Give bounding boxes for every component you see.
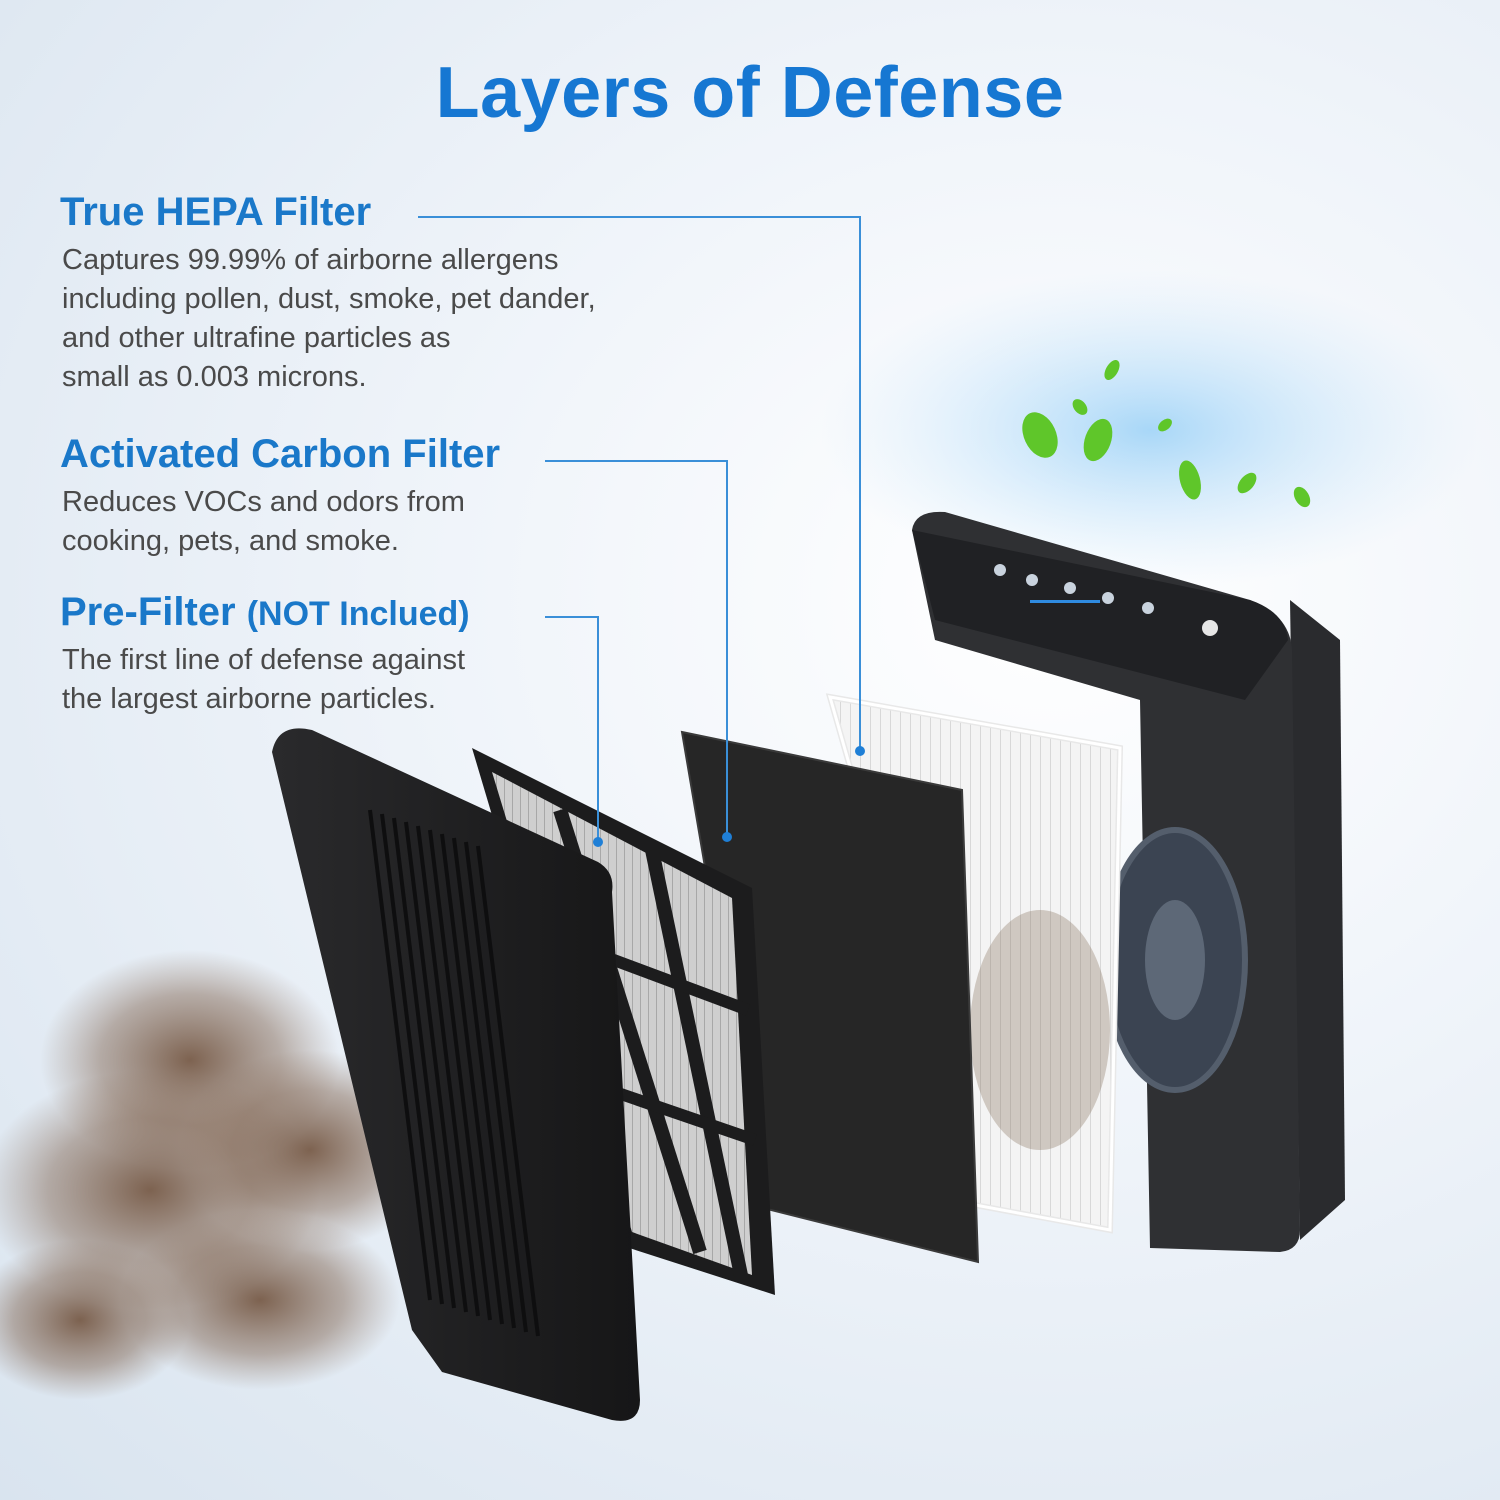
carbon-filter-heading: Activated Carbon Filter bbox=[60, 432, 501, 476]
pre-filter-section: Pre-Filter (NOT Inclued) The first line … bbox=[60, 590, 470, 719]
front-cover-panel bbox=[272, 728, 640, 1421]
pre-filter-heading: Pre-Filter (NOT Inclued) bbox=[60, 590, 470, 635]
leaves-decoration bbox=[1022, 360, 1311, 508]
pre-filter-heading-note: (NOT Inclued) bbox=[246, 595, 470, 633]
hepa-filter-description: Captures 99.99% of airborne allergens in… bbox=[62, 241, 596, 397]
description-line: the largest airborne particles. bbox=[62, 683, 436, 715]
callout-lines bbox=[418, 216, 861, 840]
carbon-filter-description: Reduces VOCs and odors from cooking, pet… bbox=[62, 483, 500, 561]
smoke-cloud bbox=[0, 950, 440, 1400]
purifier-unit bbox=[912, 511, 1345, 1252]
hepa-callout-line bbox=[418, 216, 861, 748]
hepa-filter-heading: True HEPA Filter bbox=[60, 190, 372, 234]
description-line: small as 0.003 microns. bbox=[62, 361, 367, 393]
carbon-callout-line bbox=[545, 460, 728, 835]
carbon-filter-section: Activated Carbon Filter Reduces VOCs and… bbox=[60, 432, 500, 561]
pre-filter-heading-text: Pre-Filter bbox=[60, 590, 236, 634]
hepa-filter-section: True HEPA Filter Captures 99.99% of airb… bbox=[60, 190, 596, 397]
description-line: including pollen, dust, smoke, pet dande… bbox=[62, 283, 596, 315]
prefilter-callout-line bbox=[545, 616, 599, 840]
pre-filter-description: The first line of defense against the la… bbox=[62, 641, 470, 719]
description-line: The first line of defense against bbox=[62, 644, 466, 676]
airflow-glow bbox=[820, 270, 1480, 590]
control-panel bbox=[994, 564, 1218, 636]
description-line: cooking, pets, and smoke. bbox=[62, 525, 399, 557]
description-line: Captures 99.99% of airborne allergens bbox=[62, 244, 559, 276]
description-line: and other ultrafine particles as bbox=[62, 322, 451, 354]
callout-dots bbox=[593, 746, 865, 847]
description-line: Reduces VOCs and odors from bbox=[62, 486, 465, 518]
page-title: Layers of Defense bbox=[435, 53, 1065, 133]
